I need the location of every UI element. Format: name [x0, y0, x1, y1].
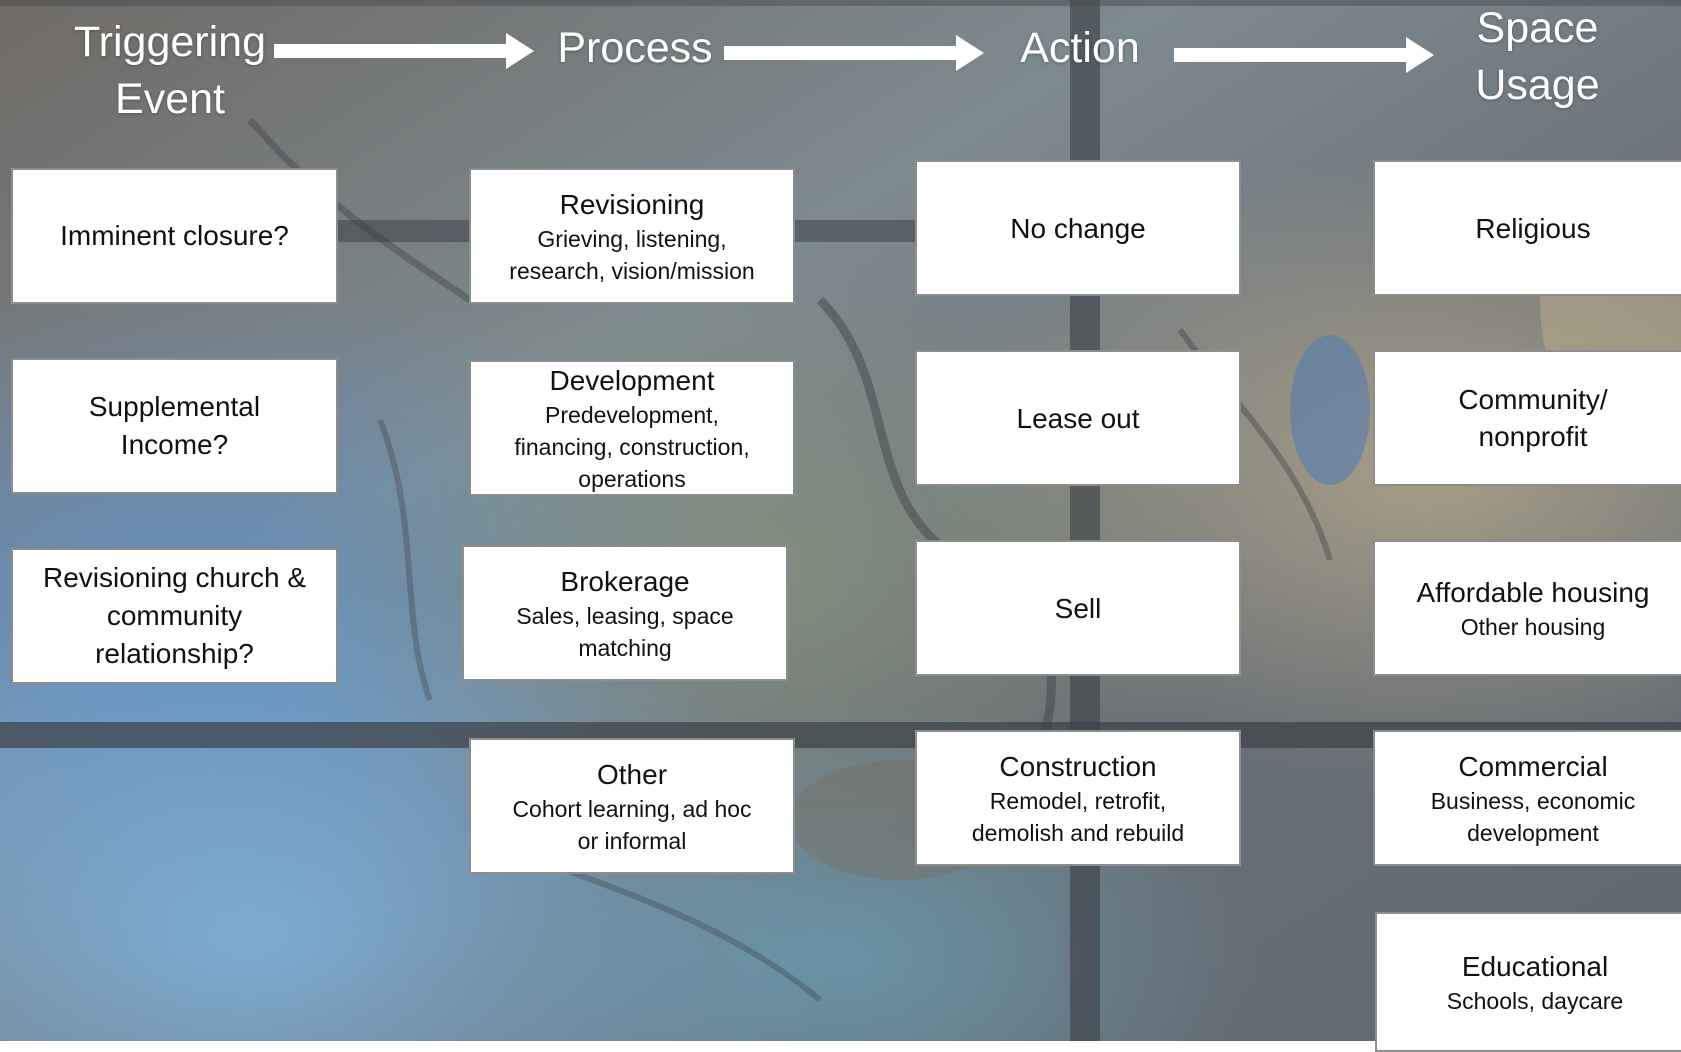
- action-box-sell: Sell: [915, 540, 1241, 676]
- trigger-label: relationship?: [95, 638, 254, 669]
- process-subtitle: research, vision/mission: [509, 257, 755, 284]
- trigger-box-revisioning-relationship: Revisioning church & community relations…: [11, 548, 338, 684]
- process-subtitle: matching: [578, 634, 672, 661]
- header-process: Process: [557, 24, 713, 72]
- trigger-box-imminent-closure: Imminent closure?: [11, 168, 338, 304]
- header-space-usage: Space Usage: [1455, 0, 1620, 114]
- action-title: Sell: [1054, 592, 1102, 624]
- action-title: Construction: [999, 750, 1157, 782]
- space-title: Educational: [1461, 950, 1609, 982]
- process-box-brokerage: Brokerage Sales, leasing, space matching: [462, 545, 788, 681]
- process-box-other: Other Cohort learning, ad hoc or informa…: [469, 738, 795, 874]
- space-subtitle: Business, economic: [1430, 787, 1636, 814]
- space-subtitle: Schools, daycare: [1446, 987, 1624, 1014]
- process-subtitle: operations: [578, 465, 686, 492]
- space-box-community-nonprofit: Community/ nonprofit: [1373, 350, 1681, 486]
- arrow-right-icon: [724, 35, 984, 71]
- action-box-construction: Construction Remodel, retrofit, demolish…: [915, 730, 1241, 866]
- trigger-box-supplemental-income: Supplemental Income?: [11, 358, 338, 494]
- space-subtitle: Other housing: [1460, 613, 1606, 640]
- space-title: Commercial: [1458, 750, 1608, 782]
- process-subtitle: or informal: [577, 827, 687, 854]
- space-title: Community/: [1458, 384, 1608, 415]
- header-space-line-2: Usage: [1475, 61, 1600, 109]
- space-box-affordable-housing: Affordable housing Other housing: [1373, 540, 1681, 676]
- action-title: No change: [1010, 212, 1146, 244]
- process-subtitle: financing, construction,: [514, 433, 750, 460]
- header-trigger-line-1: Triggering: [74, 18, 266, 66]
- action-box-no-change: No change: [915, 160, 1241, 296]
- action-subtitle: demolish and rebuild: [971, 819, 1185, 846]
- space-title: Affordable housing: [1416, 576, 1650, 608]
- space-box-educational: Educational Schools, daycare: [1375, 912, 1681, 1052]
- process-title: Revisioning: [559, 188, 705, 220]
- action-title: Lease out: [1016, 402, 1140, 434]
- process-subtitle: Sales, leasing, space: [516, 602, 734, 629]
- space-subtitle: development: [1467, 819, 1599, 846]
- header-triggering-event: Triggering Event: [55, 14, 285, 128]
- process-title: Other: [596, 758, 668, 790]
- process-box-development: Development Predevelopment, financing, c…: [469, 360, 795, 496]
- trigger-label: Supplemental: [88, 391, 261, 422]
- space-box-religious: Religious: [1373, 160, 1681, 296]
- trigger-label: Income?: [120, 429, 229, 460]
- arrow-right-icon: [274, 33, 534, 69]
- trigger-label: community: [106, 600, 243, 631]
- arrow-right-icon: [1174, 37, 1434, 73]
- space-title: nonprofit: [1478, 421, 1588, 452]
- trigger-label: Revisioning church &: [42, 562, 307, 593]
- process-subtitle: Grieving, listening,: [537, 225, 727, 252]
- action-box-lease-out: Lease out: [915, 350, 1241, 486]
- process-title: Development: [549, 364, 715, 396]
- action-subtitle: Remodel, retrofit,: [989, 787, 1167, 814]
- process-subtitle: Cohort learning, ad hoc: [512, 795, 752, 822]
- header-action: Action: [1020, 24, 1140, 72]
- process-title: Brokerage: [560, 565, 690, 597]
- process-box-revisioning: Revisioning Grieving, listening, researc…: [469, 168, 795, 304]
- header-space-line-1: Space: [1476, 4, 1599, 52]
- space-box-commercial: Commercial Business, economic developmen…: [1373, 730, 1681, 866]
- trigger-label: Imminent closure?: [60, 220, 289, 251]
- process-subtitle: Predevelopment,: [545, 401, 719, 428]
- space-title: Religious: [1475, 212, 1591, 244]
- header-trigger-line-2: Event: [115, 75, 225, 123]
